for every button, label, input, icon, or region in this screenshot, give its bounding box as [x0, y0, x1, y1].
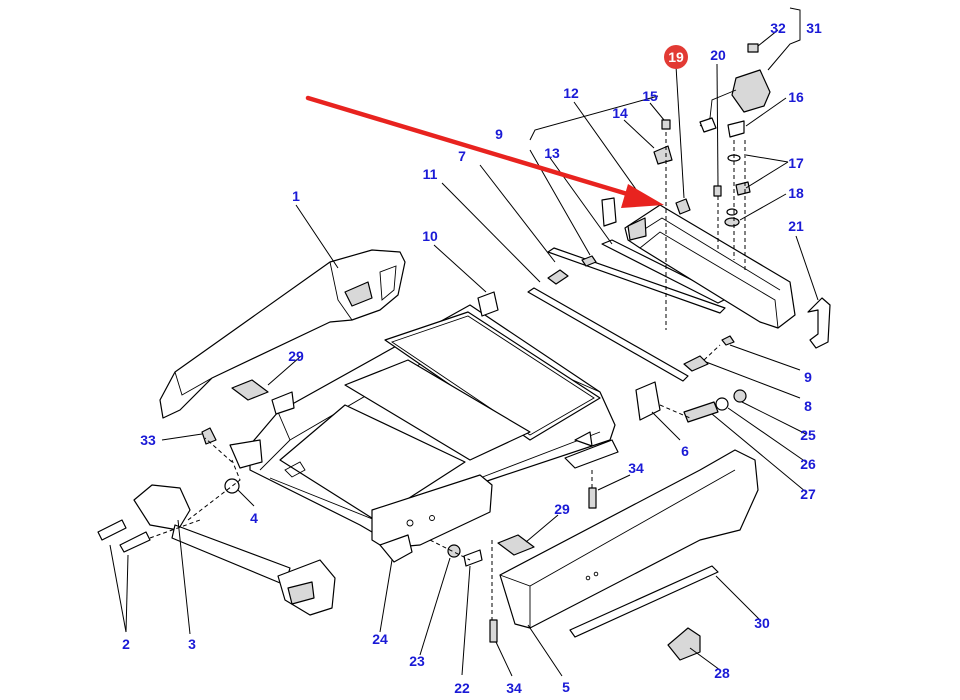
part-5-right-housing — [499, 449, 759, 629]
callout-20: 20 — [710, 47, 726, 63]
part-25-nut — [733, 389, 747, 403]
part-2-bolts — [97, 519, 151, 553]
part-32-screw — [747, 43, 759, 53]
callout-2: 2 — [122, 636, 130, 652]
highlight-number: 19 — [668, 49, 684, 65]
upper-strips — [527, 239, 735, 382]
part-34-bolt-a — [588, 487, 597, 509]
callout-34b: 34 — [506, 680, 522, 696]
callout-21: 21 — [788, 218, 804, 234]
assembly-lines — [149, 344, 721, 620]
part-27-bolt — [683, 389, 747, 423]
callout-11: 11 — [423, 166, 438, 182]
callout-5: 5 — [562, 679, 570, 695]
callout-9a: 9 — [495, 126, 503, 142]
part-6-block — [635, 381, 661, 421]
callout-31: 31 — [806, 20, 822, 36]
part-14-clip — [653, 145, 673, 165]
callout-9b: 9 — [804, 369, 812, 385]
callout-labels: 1 2 3 4 5 6 7 8 9 9 10 11 12 13 14 15 16… — [122, 20, 822, 696]
part-24-bracket — [379, 534, 413, 563]
part-12-channel — [601, 197, 796, 329]
callout-8: 8 — [804, 398, 812, 414]
part-28-clip — [667, 627, 701, 661]
highlight-badge-19: 19 — [664, 45, 688, 69]
part-4-bushing — [224, 478, 240, 494]
callout-22: 22 — [454, 680, 470, 696]
callout-32: 32 — [770, 20, 786, 36]
part-33-clip — [201, 427, 217, 445]
fastener-group — [653, 119, 751, 330]
part-17-bracket — [735, 181, 751, 196]
part-3-lower-arm — [133, 484, 336, 616]
callout-33: 33 — [140, 432, 156, 448]
callout-24: 24 — [372, 631, 388, 647]
callout-23: 23 — [409, 653, 425, 669]
callout-3: 3 — [188, 636, 196, 652]
callout-16: 16 — [788, 89, 804, 105]
part-10-plate — [477, 291, 499, 317]
callout-6: 6 — [681, 443, 689, 459]
part-15-screw — [661, 119, 671, 130]
callout-28: 28 — [714, 665, 730, 681]
leader-lines — [109, 7, 819, 677]
callout-25: 25 — [800, 427, 816, 443]
callout-12: 12 — [563, 85, 579, 101]
part-22-bolt — [463, 549, 483, 567]
part-21-handle — [807, 297, 831, 349]
part-34-bolt-b — [489, 619, 498, 643]
callout-29b: 29 — [554, 501, 570, 517]
part-18-washer — [724, 217, 740, 227]
part-20-bolt — [713, 185, 722, 197]
callout-14: 14 — [612, 105, 628, 121]
part-19-nut — [675, 198, 691, 215]
part-29-pad-a — [231, 379, 269, 401]
part-30-strip — [569, 565, 719, 638]
callout-29a: 29 — [288, 348, 304, 364]
callout-4: 4 — [250, 510, 258, 526]
callout-18: 18 — [788, 185, 804, 201]
part-31-lamp — [699, 43, 771, 133]
callout-30: 30 — [754, 615, 770, 631]
callout-27: 27 — [800, 486, 816, 502]
callout-26: 26 — [800, 456, 816, 472]
callout-34a: 34 — [628, 460, 644, 476]
highlight-arrow — [305, 95, 664, 208]
callout-1: 1 — [292, 188, 300, 204]
main-frame — [229, 304, 619, 549]
callout-17: 17 — [788, 155, 804, 171]
callout-10: 10 — [422, 228, 438, 244]
callout-13: 13 — [544, 145, 560, 161]
part-29-pad-b — [497, 534, 535, 556]
callout-15: 15 — [642, 88, 658, 104]
part-23-washer — [447, 544, 461, 558]
callout-7: 7 — [458, 148, 466, 164]
part-1-left-housing — [159, 249, 406, 419]
